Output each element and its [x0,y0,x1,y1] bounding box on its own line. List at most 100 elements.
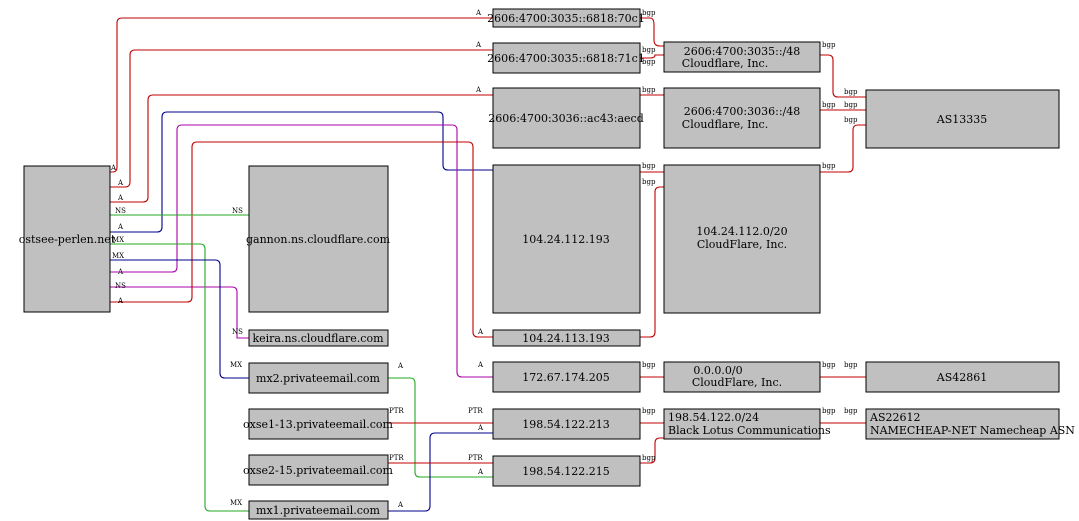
edge-label-mx: MX [230,361,242,369]
edge-mx2-a-215 [388,377,493,478]
node-pfx0-line1: 0.0.0.0/0 [693,364,742,377]
edge-label-bgp: bgp [822,101,836,109]
node-gannon[interactable]: gannon.ns.cloudflare.com [246,165,391,313]
edge-label-ns: NS [115,207,126,215]
node-ip172[interactable]: 172.67.174.205 [492,361,641,393]
node-ip6b-label: 2606:4700:3035::6818:71c1 [487,52,645,65]
edge-bgp-113-pfx [640,186,664,338]
edge-label-ptr: PTR [468,454,483,462]
edge-label-a: A [397,362,404,370]
node-gannon-label: gannon.ns.cloudflare.com [246,233,391,246]
node-as42861[interactable]: AS42861 [865,361,1060,393]
edge-mx-mx2 [110,259,249,379]
edge-mx1-a-213 [388,432,493,512]
node-pfx104[interactable]: 104.24.112.0/20 CloudFlare, Inc. [663,164,821,314]
edge-label-bgp: bgp [822,162,836,170]
node-as22612-line1: AS22612 [869,411,920,424]
node-as22612[interactable]: AS22612 NAMECHEAP-NET Namecheap ASN [865,408,1075,440]
node-pfx3036-line1: 2606:4700:3036::/48 [684,105,801,118]
node-as13335[interactable]: AS13335 [865,89,1060,149]
edge-a-ip113 [110,141,493,338]
node-oxse2-label: oxse2-15.privateemail.com [243,464,394,477]
edge-label-ptr: PTR [389,407,404,415]
node-ip172-label: 172.67.174.205 [522,371,609,384]
node-pfx198-line2: Black Lotus Communications [668,424,831,437]
node-oxse1[interactable]: oxse1-13.privateemail.com [243,408,394,440]
edge-label-bgp: bgp [844,88,858,96]
node-pfx198-line1: 198.54.122.0/24 [668,411,759,424]
edge-label-a: A [477,361,484,369]
edge-label-bgp: bgp [844,361,858,369]
node-mx1-label: mx1.privateemail.com [256,504,380,517]
edge-label-ptr: PTR [389,454,404,462]
edge-label-bgp: bgp [844,116,858,124]
node-ip6b[interactable]: 2606:4700:3035::6818:71c1 [487,42,645,74]
edge-bgp-104-as [820,124,866,173]
node-mx2-label: mx2.privateemail.com [256,372,380,385]
node-mx1[interactable]: mx1.privateemail.com [248,500,389,520]
edge-label-bgp: bgp [642,9,656,17]
node-pfx3035-line1: 2606:4700:3035::/48 [684,45,801,58]
edge-label-a: A [475,9,482,17]
node-ip6a[interactable]: 2606:4700:3035::6818:70c1 [487,8,645,28]
node-oxse1-label: oxse1-13.privateemail.com [243,418,394,431]
edge-label-a: A [475,41,482,49]
edge-label-a: A [397,501,404,509]
edge-label-a: A [475,86,482,94]
node-ip112[interactable]: 104.24.112.193 [492,164,641,314]
node-pfx0-line2: CloudFlare, Inc. [692,376,782,389]
edge-label-a: A [117,194,124,202]
edge-label-mx: MX [112,252,124,260]
edge-label-a: A [477,424,484,432]
edge-a-ip6a [110,17,664,173]
edge-label-a: A [117,223,124,231]
node-pfx104-line1: 104.24.112.0/20 [696,225,787,238]
node-ip215-label: 198.54.122.215 [522,465,609,478]
edge-label-bgp: bgp [642,86,656,94]
edge-label-mx: MX [112,236,124,244]
edge-label-bgp: bgp [642,407,656,415]
node-pfx0[interactable]: 0.0.0.0/0 CloudFlare, Inc. [663,361,821,393]
node-as13335-label: AS13335 [936,113,987,126]
edge-label-bgp: bgp [642,58,656,66]
edge-label-bgp: bgp [642,162,656,170]
node-pfx3035[interactable]: 2606:4700:3035::/48 Cloudflare, Inc. [663,41,821,73]
edge-label-bgp: bgp [642,46,656,54]
node-ip213[interactable]: 198.54.122.213 [492,408,641,440]
node-oxse2[interactable]: oxse2-15.privateemail.com [243,454,394,486]
edge-label-bgp: bgp [822,361,836,369]
node-ip112-label: 104.24.112.193 [522,233,609,246]
node-ip113[interactable]: 104.24.113.193 [492,329,641,347]
edge-label-ns: NS [232,328,243,336]
edge-label-a: A [110,164,117,172]
node-mx2[interactable]: mx2.privateemail.com [248,362,389,394]
edge-label-a: A [117,297,124,305]
edge-label-bgp: bgp [642,454,656,462]
edge-label-bgp: bgp [642,178,656,186]
node-ip215[interactable]: 198.54.122.215 [492,455,641,487]
edge-label-bgp: bgp [642,361,656,369]
edge-label-ns: NS [232,207,243,215]
edge-bgp-3035-as [820,54,866,98]
node-pfx3036-line2: Cloudflare, Inc. [682,118,768,131]
node-ip213-label: 198.54.122.213 [522,418,609,431]
node-ip113-label: 104.24.113.193 [522,332,609,345]
edge-bgp-ip6b-pfx [640,54,664,59]
node-keira[interactable]: keira.ns.cloudflare.com [248,329,389,347]
edge-mx-mx1 [110,243,249,512]
node-ip6c[interactable]: 2606:4700:3036::ac43:aecd [488,87,644,149]
node-pfx3036[interactable]: 2606:4700:3036::/48 Cloudflare, Inc. [663,87,821,149]
edge-labels: A A A A A A NS NS A MX MX A NS A NS A MX… [110,9,858,509]
node-as42861-label: AS42861 [936,371,987,384]
node-pfx198[interactable]: 198.54.122.0/24 Black Lotus Communicatio… [663,408,831,440]
edge-label-a: A [117,179,124,187]
edge-label-a: A [477,328,484,336]
node-domain[interactable]: ostsee-perlen.net [19,165,116,313]
edge-purple-1 [110,124,493,378]
node-as22612-line2: NAMECHEAP-NET Namecheap ASN [870,424,1075,437]
edge-a-ip6c [110,94,493,203]
node-pfx104-line2: CloudFlare, Inc. [697,238,787,251]
edge-label-bgp: bgp [844,407,858,415]
edge-label-bgp: bgp [822,41,836,49]
